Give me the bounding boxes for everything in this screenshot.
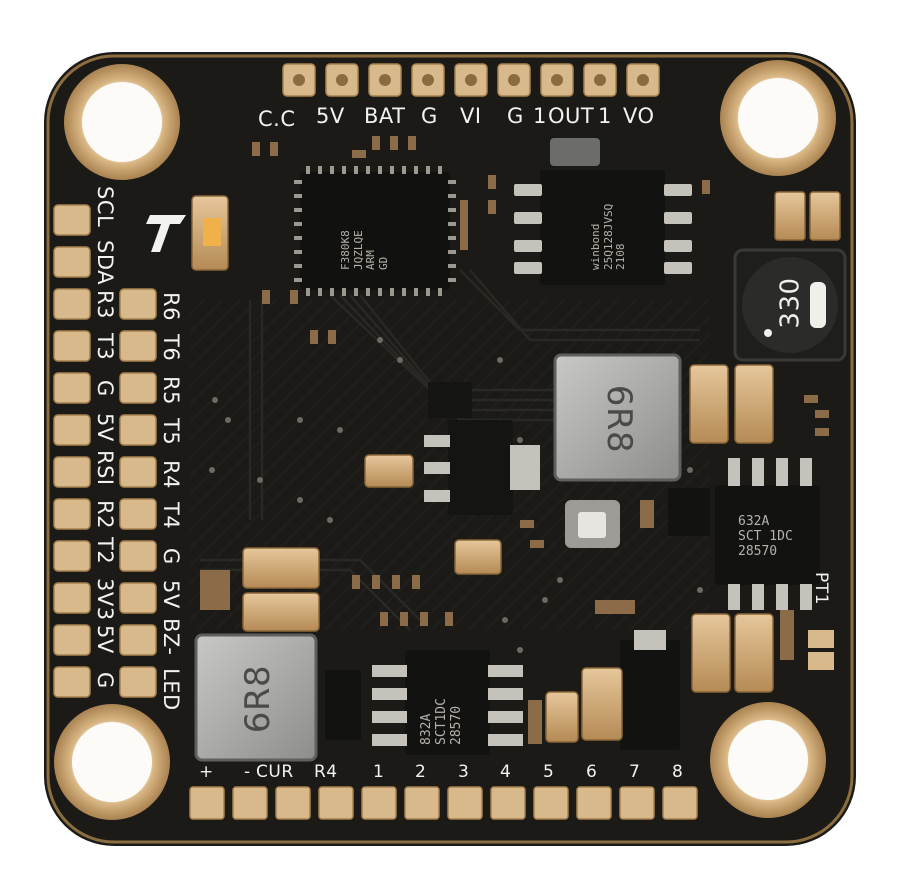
label-cur: CUR bbox=[256, 762, 294, 782]
regulator-1 bbox=[715, 458, 820, 610]
bottom-pads bbox=[189, 786, 698, 820]
label-sda: SDA bbox=[93, 240, 117, 285]
reg1-line-1: 632A bbox=[738, 514, 770, 529]
label-t4: T4 bbox=[159, 502, 183, 530]
inductor-330-label: 330 bbox=[775, 277, 806, 329]
label-plus: + bbox=[199, 762, 214, 782]
inductor-6r8-a bbox=[553, 353, 682, 482]
mcu-line-1: F380K8 bbox=[339, 230, 352, 270]
brand-logo-icon bbox=[146, 215, 186, 252]
label-cc: C.C bbox=[258, 107, 296, 131]
label-out: OUT bbox=[548, 104, 595, 128]
reg2-line-3: 28570 bbox=[448, 705, 464, 745]
label-1b: 1 bbox=[598, 104, 612, 128]
transistor bbox=[424, 420, 540, 515]
label-r6: R6 bbox=[159, 292, 183, 321]
mcu-line-4: GD bbox=[376, 256, 390, 270]
regulator-1-marking: 632A SCT 1DC 28570 bbox=[738, 514, 793, 560]
label-vo: VO bbox=[623, 104, 655, 128]
label-t3: T3 bbox=[93, 333, 117, 361]
label-g-left-2: G bbox=[93, 672, 117, 689]
label-r5: R5 bbox=[159, 376, 183, 405]
label-5v-top: 5V bbox=[316, 104, 345, 128]
label-5v-left-1: 5V bbox=[93, 413, 117, 442]
label-t2: T2 bbox=[93, 537, 117, 565]
flash-line-1: winbond bbox=[589, 223, 602, 270]
mcu-marking: F380K8 JQZLQE ARM GD bbox=[339, 230, 391, 270]
label-led: LED bbox=[159, 668, 183, 711]
inductor-6r8-b bbox=[194, 633, 318, 762]
label-5v-inner: 5V bbox=[159, 580, 183, 609]
label-bz: BZ- bbox=[159, 618, 183, 656]
flash-marking: winbond 25Q128JVSQ 2108 bbox=[589, 204, 628, 271]
label-pt1: PT1 bbox=[811, 572, 831, 605]
label-bat: BAT bbox=[364, 104, 406, 128]
label-rsi: RSI bbox=[93, 450, 117, 486]
label-r2: R2 bbox=[93, 500, 117, 529]
reg1-line-2: SCT 1DC bbox=[738, 528, 793, 544]
reg1-line-3: 28570 bbox=[738, 543, 778, 559]
mount-hole bbox=[64, 64, 180, 180]
label-3v3: 3V3 bbox=[93, 578, 117, 621]
inductor-6r8-label-a: 6R8 bbox=[599, 384, 640, 454]
left-inner-pads bbox=[119, 288, 157, 698]
regulator-2 bbox=[372, 650, 523, 755]
flash-chip bbox=[514, 138, 692, 285]
reg2-line-2: SCT1DC bbox=[433, 698, 449, 745]
label-g-inner: G bbox=[159, 548, 183, 565]
label-vi: VI bbox=[460, 104, 482, 128]
label-g-left-1: G bbox=[93, 380, 117, 397]
inductor-6r8-label-b: 6R8 bbox=[238, 664, 279, 734]
label-m2: 2 bbox=[415, 762, 427, 782]
flash-line-3: 2108 bbox=[614, 243, 628, 271]
label-scl: SCL bbox=[93, 186, 117, 228]
label-t5: T5 bbox=[159, 418, 183, 446]
label-m1: 1 bbox=[373, 762, 385, 782]
label-5v-left-2: 5V bbox=[93, 625, 117, 654]
inductor-330 bbox=[733, 248, 847, 362]
label-g-top-2: G bbox=[507, 104, 524, 128]
label-m4: 4 bbox=[500, 762, 512, 782]
label-m7: 7 bbox=[629, 762, 641, 782]
capacitors bbox=[191, 191, 841, 743]
label-g-top-1: G bbox=[421, 104, 438, 128]
mcu-chip bbox=[294, 166, 456, 296]
label-t6: T6 bbox=[159, 334, 183, 362]
label-1a: 1 bbox=[533, 104, 547, 128]
label-m8: 8 bbox=[672, 762, 684, 782]
reg2-line-1: 832A bbox=[419, 713, 434, 745]
label-m6: 6 bbox=[586, 762, 598, 782]
label-r4: R4 bbox=[159, 460, 183, 489]
left-outer-pads bbox=[53, 204, 91, 698]
label-m5: 5 bbox=[543, 762, 555, 782]
label-minus: - bbox=[244, 762, 251, 782]
label-m3: 3 bbox=[458, 762, 470, 782]
label-r4-bottom: R4 bbox=[314, 762, 338, 782]
label-r3: R3 bbox=[93, 290, 117, 319]
regulator-2-marking: 832A SCT1DC 28570 bbox=[419, 698, 465, 745]
